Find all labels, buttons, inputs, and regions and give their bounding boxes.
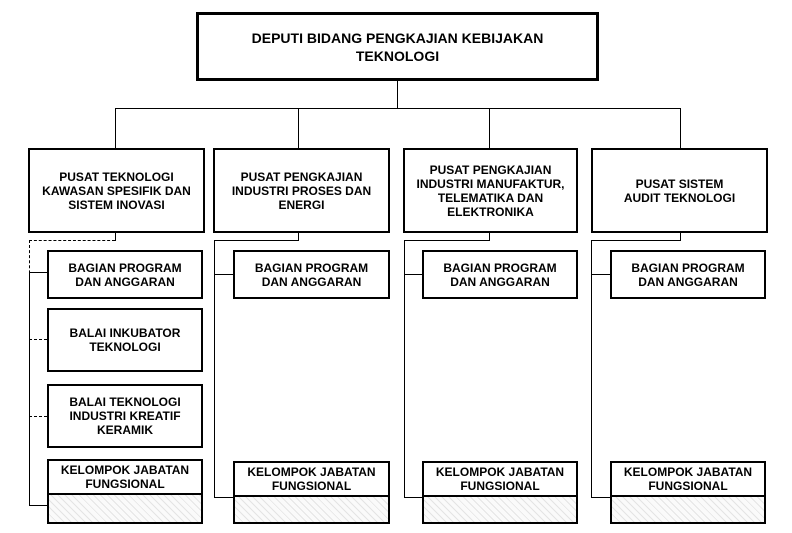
- connector: [591, 497, 610, 498]
- hatched-area: [235, 497, 388, 522]
- bagian-box: BAGIAN PROGRAM DAN ANGGARAN: [610, 250, 766, 299]
- connector: [397, 80, 398, 108]
- connector: [404, 497, 422, 498]
- connector: [298, 108, 299, 148]
- kelompok-label: KELOMPOK JABATAN FUNGSIONAL: [235, 463, 388, 497]
- balai-box: BALAI INKUBATOR TEKNOLOGI: [47, 308, 203, 372]
- connector: [591, 240, 592, 498]
- hatched-area: [424, 497, 576, 522]
- dashed-connector: [29, 416, 47, 417]
- connector: [404, 274, 422, 275]
- kelompok-box: KELOMPOK JABATAN FUNGSIONAL: [610, 461, 766, 524]
- unit-box: PUSAT PENGKAJIAN INDUSTRI PROSES DAN ENE…: [213, 148, 390, 233]
- connector: [591, 240, 681, 241]
- connector: [404, 240, 490, 241]
- unit-box: PUSAT TEKNOLOGI KAWASAN SPESIFIK DAN SIS…: [28, 148, 205, 233]
- kelompok-box: KELOMPOK JABATAN FUNGSIONAL: [233, 461, 390, 524]
- deputy-box: DEPUTI BIDANG PENGKAJIAN KEBIJAKAN TEKNO…: [196, 12, 599, 81]
- connector: [29, 272, 30, 505]
- dashed-connector: [29, 240, 115, 241]
- connector: [115, 108, 681, 109]
- connector: [29, 505, 47, 506]
- connector: [489, 108, 490, 148]
- kelompok-label: KELOMPOK JABATAN FUNGSIONAL: [49, 461, 201, 495]
- bagian-box: BAGIAN PROGRAM DAN ANGGARAN: [47, 250, 203, 299]
- connector: [214, 240, 215, 498]
- hatched-area: [49, 495, 201, 522]
- connector: [214, 274, 233, 275]
- kelompok-box: KELOMPOK JABATAN FUNGSIONAL: [47, 459, 203, 524]
- connector: [115, 232, 116, 241]
- connector: [214, 240, 299, 241]
- bagian-box: BAGIAN PROGRAM DAN ANGGARAN: [422, 250, 578, 299]
- bagian-box: BAGIAN PROGRAM DAN ANGGARAN: [233, 250, 390, 299]
- unit-box: PUSAT SISTEM AUDIT TEKNOLOGI: [591, 148, 768, 233]
- connector: [115, 108, 116, 148]
- connector: [29, 272, 47, 273]
- connector: [680, 108, 681, 148]
- connector: [214, 497, 233, 498]
- hatched-area: [612, 497, 764, 522]
- dashed-connector: [29, 339, 47, 340]
- connector: [591, 274, 610, 275]
- connector: [680, 232, 681, 241]
- balai-box: BALAI TEKNOLOGI INDUSTRI KREATIF KERAMIK: [47, 384, 203, 448]
- kelompok-box: KELOMPOK JABATAN FUNGSIONAL: [422, 461, 578, 524]
- connector: [489, 232, 490, 241]
- connector: [298, 232, 299, 241]
- kelompok-label: KELOMPOK JABATAN FUNGSIONAL: [612, 463, 764, 497]
- unit-box: PUSAT PENGKAJIAN INDUSTRI MANUFAKTUR, TE…: [403, 148, 578, 233]
- kelompok-label: KELOMPOK JABATAN FUNGSIONAL: [424, 463, 576, 497]
- connector: [404, 240, 405, 498]
